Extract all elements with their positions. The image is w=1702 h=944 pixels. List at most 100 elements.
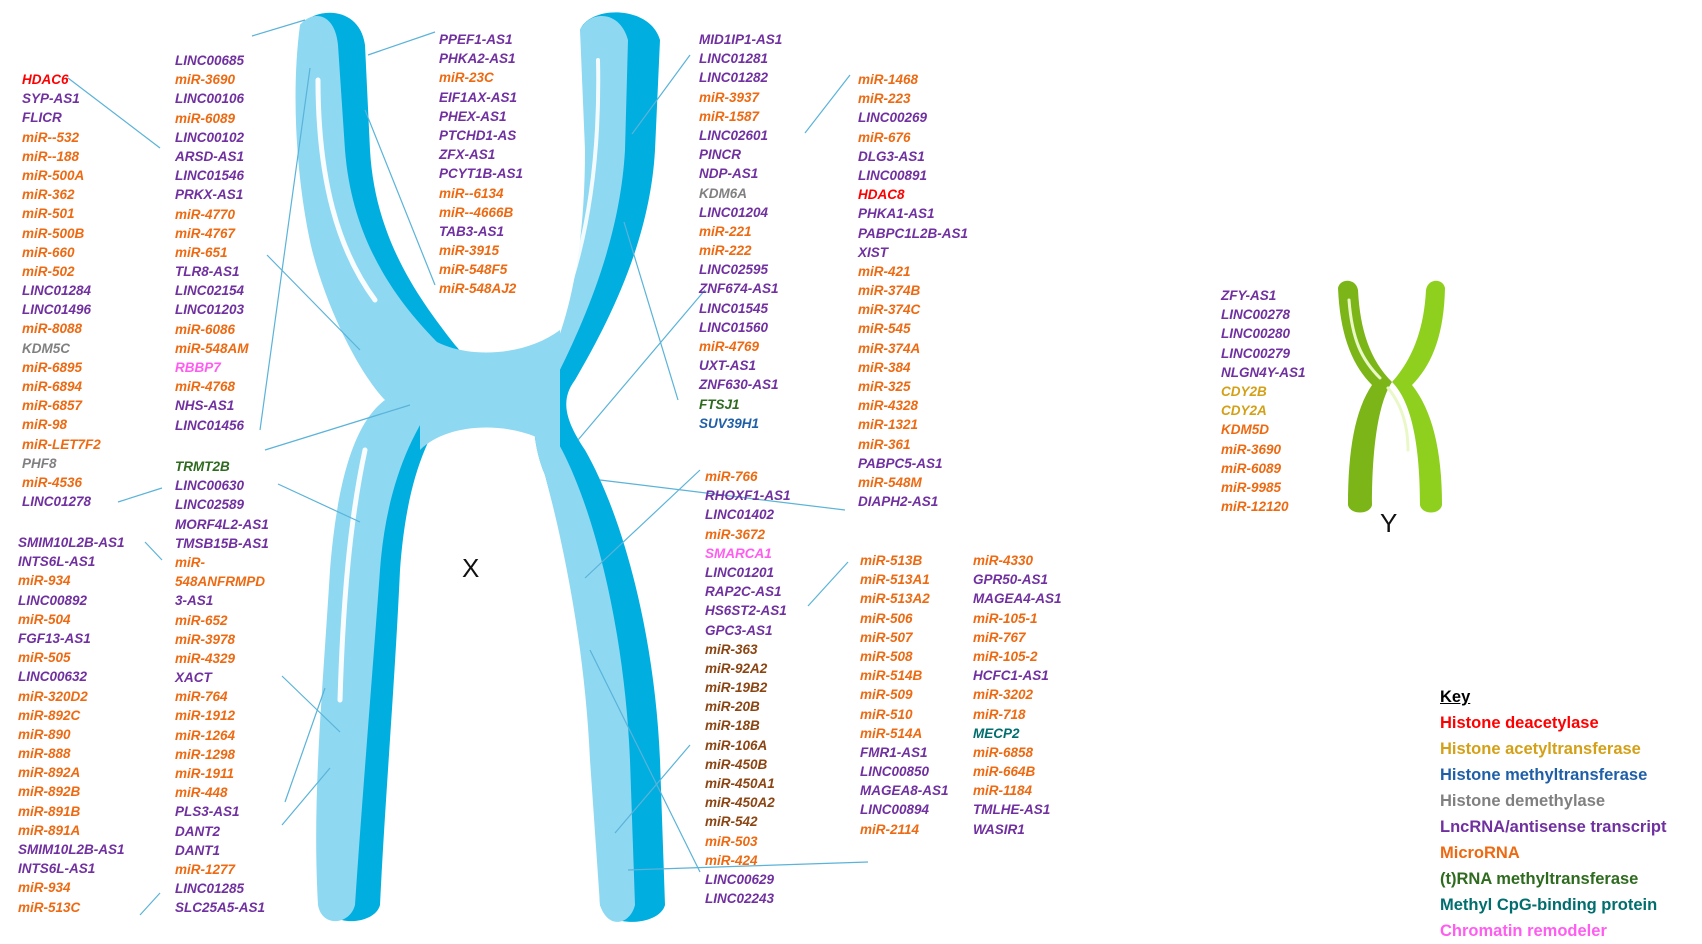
gene-label: miR-892C [18,706,125,725]
gene-label: miR-503 [705,832,791,851]
x-chromosome-label: X [462,553,479,584]
gene-label: miR-513C [18,898,125,917]
gene-label: LINC00632 [18,667,125,686]
gene-label: TMLHE-AS1 [973,800,1062,819]
connector-line [118,488,162,502]
gene-label: DANT2 [175,822,269,841]
gene-label: miR-506 [860,609,949,628]
gene-label: miR-548F5 [439,260,523,279]
gene-list-y: ZFY-AS1LINC00278LINC00280LINC00279NLGN4Y… [1221,286,1306,516]
gene-label: XACT [175,668,269,687]
gene-label: LINC01204 [699,203,782,222]
gene-label: CDY2A [1221,401,1306,420]
gene-label: CDY2B [1221,382,1306,401]
gene-label: miR-23C [439,68,523,87]
legend-entry: LncRNA/antisense transcript [1440,814,1666,840]
gene-label: miR-362 [22,185,101,204]
connector-line [805,75,850,133]
gene-label: miR-934 [18,878,125,897]
gene-label: miR-892A [18,763,125,782]
gene-label: NHS-AS1 [175,396,249,415]
gene-label: LINC00892 [18,591,125,610]
y-chromatid-left [1338,281,1392,513]
gene-label: miR-1277 [175,860,269,879]
gene-label: miR-891A [18,821,125,840]
gene-label: SMIM10L2B-AS1 [18,840,125,859]
gene-label: miR-4770 [175,205,249,224]
connector-line [808,562,848,606]
connector-line [624,222,678,400]
gene-label: FLICR [22,108,101,127]
gene-label: LINC02589 [175,495,269,514]
gene-label: LINC01285 [175,879,269,898]
gene-label: NDP-AS1 [699,164,782,183]
gene-label: miR-513A1 [860,570,949,589]
gene-label: miR-542 [705,812,791,831]
gene-label: LINC01284 [22,281,101,300]
gene-label: miR-320D2 [18,687,125,706]
gene-label: PHKA2-AS1 [439,49,523,68]
gene-label: 548ANFRMPD [175,572,269,591]
legend-entry: (t)RNA methyltransferase [1440,866,1666,892]
gene-label: LINC01402 [705,505,791,524]
gene-label: PABPC1L2B-AS1 [858,224,968,243]
gene-label: LINC02601 [699,126,782,145]
gene-label: LINC02154 [175,281,249,300]
gene-label: TMSB15B-AS1 [175,534,269,553]
gene-label: LINC00629 [705,870,791,889]
gene-label: miR-1321 [858,415,968,434]
gene-label: LINC01282 [699,68,782,87]
gene-label: miR-1911 [175,764,269,783]
gene-label: miR-890 [18,725,125,744]
gene-label: miR-505 [18,648,125,667]
gene-label: LINC01545 [699,299,782,318]
gene-label: LINC01496 [22,300,101,319]
gene-label: TLR8-AS1 [175,262,249,281]
gene-label: miR-363 [705,640,791,659]
y-chromosome [1338,281,1445,513]
gene-label: miR-888 [18,744,125,763]
gene-label: miR-1912 [175,706,269,725]
gene-label: miR-384 [858,358,968,377]
gene-label: miR-3690 [175,70,249,89]
gene-label: miR-502 [22,262,101,281]
legend-entry: Methyl CpG-binding protein [1440,892,1666,918]
gene-label: miR-504 [18,610,125,629]
gene-label: miR-374B [858,281,968,300]
gene-label: PINCR [699,145,782,164]
gene-label: miR--188 [22,147,101,166]
gene-list-x-right-outer-lower: miR-513BmiR-513A1miR-513A2miR-506miR-507… [860,551,949,839]
gene-label: FMR1-AS1 [860,743,949,762]
gene-label: miR-3672 [705,525,791,544]
gene-label: miR-652 [175,611,269,630]
gene-label: miR-510 [860,705,949,724]
gene-label: miR-374A [858,339,968,358]
gene-label: DLG3-AS1 [858,147,968,166]
gene-label: miR-361 [858,435,968,454]
gene-label: ZFY-AS1 [1221,286,1306,305]
gene-label: miR-660 [22,243,101,262]
gene-label: PPEF1-AS1 [439,30,523,49]
gene-label: SLC25A5-AS1 [175,898,269,917]
gene-label: miR-651 [175,243,249,262]
gene-label: LINC00102 [175,128,249,147]
legend-entry: Histone demethylase [1440,788,1666,814]
y-chromosome-label: Y [1380,508,1397,539]
gene-label: miR-6858 [973,743,1062,762]
gene-label: LINC01456 [175,416,249,435]
gene-label: LINC02243 [705,889,791,908]
gene-label: PABPC5-AS1 [858,454,968,473]
gene-label: GPC3-AS1 [705,621,791,640]
gene-label: miR-325 [858,377,968,396]
gene-label: miR-9985 [1221,478,1306,497]
gene-label: miR-6894 [22,377,101,396]
gene-label: MECP2 [973,724,1062,743]
gene-label: LINC01560 [699,318,782,337]
gene-label: miR-513B [860,551,949,570]
gene-label: miR-3690 [1221,440,1306,459]
gene-label: miR-3978 [175,630,269,649]
gene-label: LINC00278 [1221,305,1306,324]
gene-label: miR-4536 [22,473,101,492]
gene-label: miR-4768 [175,377,249,396]
gene-label: TRMT2B [175,457,269,476]
